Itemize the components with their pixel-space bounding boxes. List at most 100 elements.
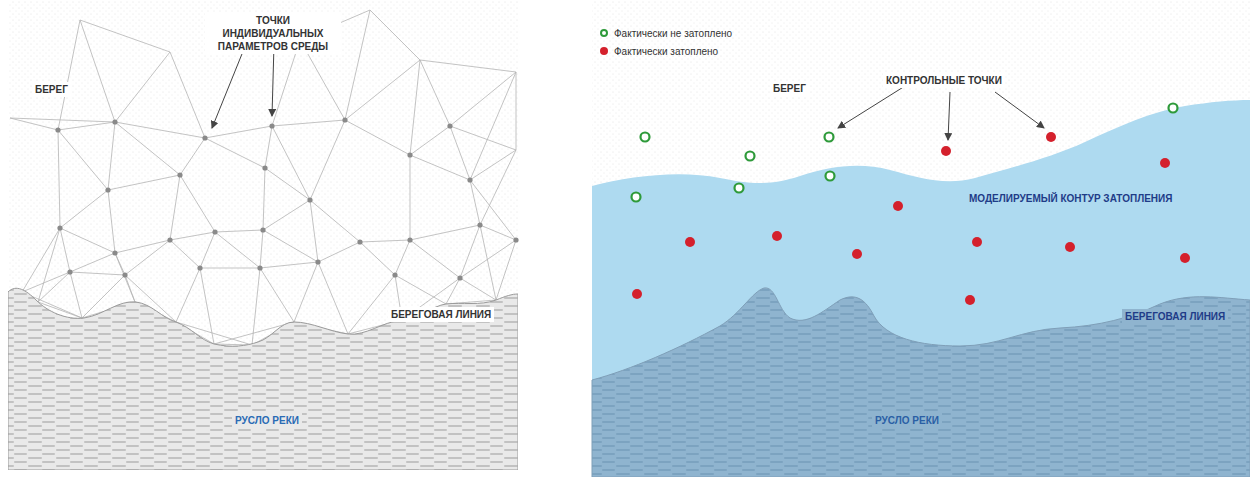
mesh-line [446,278,460,304]
environment-point [477,222,482,227]
control-points [632,104,1191,306]
flooded-point [1046,132,1056,142]
mesh-line [260,262,318,268]
mesh-line [410,126,450,155]
flood-contour-label: МОДЕЛИРУЕМЫЙ КОНТУР ЗАТОПЛЕНИЯ [966,191,1175,206]
mesh-line [170,175,180,240]
mesh-line [108,175,180,190]
environment-points [55,117,518,280]
mesh-line [38,228,60,302]
mesh-line [360,240,410,242]
region-label: БЕРЕГ [770,81,809,96]
mesh-line [470,180,516,240]
mesh-line [410,60,420,155]
triangulation-mesh [10,10,516,345]
not-flooded-point [735,184,744,193]
mesh-line [58,20,80,130]
environment-point [177,172,182,177]
mesh-line [450,126,516,150]
shoreline-label: БЕРЕГОВАЯ ЛИНИЯ [1122,309,1228,324]
environment-point [307,197,312,202]
legend-text: Фактически не затоплено [614,27,732,40]
mesh-line [115,253,135,302]
mesh-line [395,275,446,304]
mesh-line [260,230,263,268]
leader-line [212,44,246,128]
mesh-line [22,228,60,292]
environment-point [513,237,518,242]
mesh-line [263,200,310,230]
mesh-line [345,120,410,155]
mesh-line [480,150,516,225]
flooded-point [685,237,695,247]
mesh-line [272,120,345,126]
mesh-line [370,10,420,60]
mesh-line [170,240,200,268]
legend-text: Фактически затоплено [614,45,718,58]
mesh-line [318,242,360,262]
environment-point [407,237,412,242]
not-flooded-point [641,133,650,142]
flooded-point [972,237,982,247]
mesh-line [60,228,70,272]
mesh-line [125,240,170,275]
mesh-line [395,240,410,275]
mesh-line [115,122,205,138]
mesh-line [360,242,395,275]
mesh-line [272,126,310,200]
flood-contour [592,100,1250,477]
mesh-line [318,262,348,334]
mesh-line [215,232,260,268]
environment-point [122,272,127,277]
mesh-line [70,272,125,275]
mesh-line [294,262,318,322]
region-label: РУСЛО РЕКИ [232,413,302,428]
mesh-line [496,240,516,300]
mesh-line [516,72,517,150]
mesh-line [215,230,263,232]
mesh-line [460,240,516,278]
environment-point [262,165,267,170]
mesh-line [345,10,370,120]
environment-point [112,250,117,255]
environment-point [167,237,172,242]
environment-point [212,229,217,234]
mesh-line [180,175,215,232]
flooded-point [893,201,903,211]
mesh-line [10,118,115,122]
mesh-line [170,232,215,240]
mesh-line [200,232,215,268]
mesh-line [108,190,115,253]
mesh-line [450,72,516,126]
mesh-line [115,52,170,122]
flooded-point [1160,158,1170,168]
mesh-line [200,268,260,269]
shore-ground [8,0,518,470]
mesh-line [70,272,82,318]
environment-point [260,227,265,232]
mesh-line [80,20,115,122]
mesh-line [420,60,450,126]
not-flooded-point [825,133,834,142]
river-bed [592,288,1250,477]
mesh-line [260,268,294,322]
mesh-line [310,120,345,200]
mesh-line [108,122,115,190]
mesh-line [265,168,310,200]
environment-point [57,225,62,230]
environment-point [67,269,72,274]
not-flooded-point [826,172,835,181]
leader-line [948,92,950,140]
flooded-point [772,231,782,241]
leader-line [995,92,1044,128]
mesh-line [410,155,411,240]
environment-point [202,135,207,140]
mesh-line [480,225,496,300]
mesh-line [60,228,115,253]
environment-point [407,152,412,157]
mesh-line [263,168,265,230]
mesh-line [410,225,480,240]
environment-point [197,265,202,270]
environment-point [357,239,362,244]
flooded-point [965,295,975,305]
